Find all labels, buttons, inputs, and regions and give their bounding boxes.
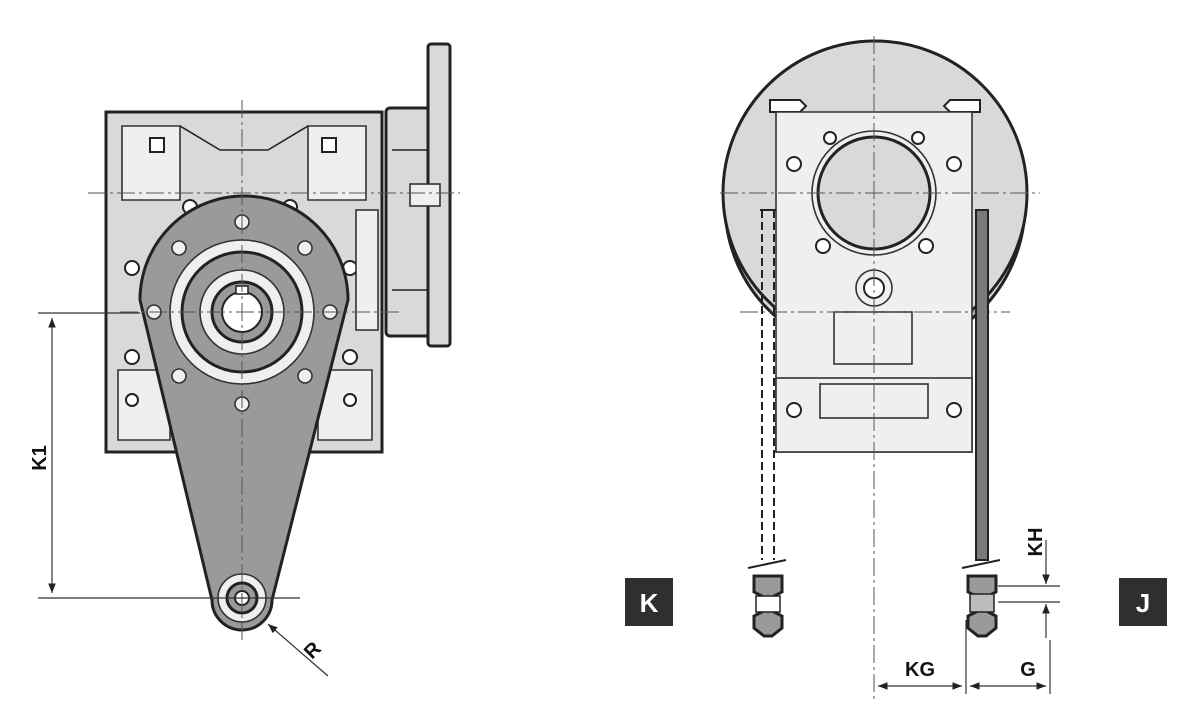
- input-flange: [384, 42, 452, 348]
- side-view: K1 R: [29, 42, 460, 677]
- arm-j: [961, 209, 1001, 638]
- r-label: R: [300, 637, 326, 663]
- kg-label: KG: [905, 659, 935, 681]
- k1-label: K1: [29, 445, 51, 471]
- torque-arm: [138, 194, 350, 632]
- variant-badge-j: J: [1119, 578, 1167, 626]
- kg-g-dimension: KG G: [878, 620, 1051, 694]
- g-label: G: [1020, 659, 1036, 681]
- kh-dimension: KH: [998, 528, 1060, 638]
- badge-j-label: J: [1136, 588, 1150, 618]
- kh-label: KH: [1025, 528, 1047, 557]
- variant-badge-k: K: [625, 578, 673, 626]
- badge-k-label: K: [640, 588, 659, 618]
- hidden-arm-k: [747, 209, 787, 638]
- k1-dimension: K1: [29, 312, 300, 599]
- r-dimension: R: [267, 623, 329, 677]
- front-view: KH KG G K J: [625, 36, 1167, 700]
